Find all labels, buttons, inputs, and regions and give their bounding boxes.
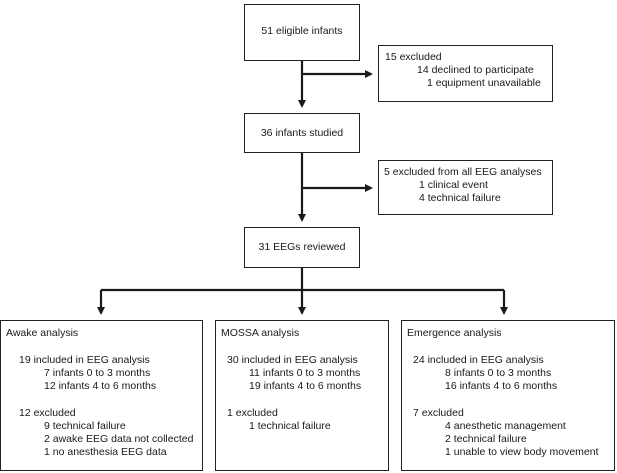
mossa-included-item: 11 infants 0 to 3 months	[249, 367, 361, 379]
mossa-analysis-box: MOSSA analysis 30 included in EEG analys…	[215, 320, 389, 471]
eegs-reviewed-label: 31 EEGs reviewed	[258, 241, 346, 253]
emergence-excluded-item: 4 anesthetic management	[445, 420, 566, 432]
excluded-box-2: 5 excluded from all EEG analyses 1 clini…	[378, 160, 553, 215]
emergence-included-item: 8 infants 0 to 3 months	[445, 367, 552, 379]
emergence-included-item: 16 infants 4 to 6 months	[445, 380, 558, 392]
infants-studied-label: 36 infants studied	[260, 127, 344, 139]
awake-excluded-item: 9 technical failure	[44, 420, 126, 432]
excluded-1-title: 15 excluded	[385, 51, 442, 63]
emergence-excluded-item: 2 technical failure	[445, 433, 527, 445]
mossa-title: MOSSA analysis	[221, 327, 300, 339]
awake-excluded-item: 1 no anesthesia EEG data	[44, 446, 167, 458]
emergence-analysis-box: Emergence analysis 24 included in EEG an…	[401, 320, 615, 471]
mossa-excluded-item: 1 technical failure	[249, 420, 331, 432]
eligible-infants-box: 51 eligible infants	[244, 4, 360, 61]
awake-excluded-item: 2 awake EEG data not collected	[44, 433, 194, 445]
awake-included: 19 included in EEG analysis	[19, 354, 150, 366]
eegs-reviewed-box: 31 EEGs reviewed	[244, 227, 360, 268]
awake-included-item: 7 infants 0 to 3 months	[44, 367, 151, 379]
excluded-1-item: 1 equipment unavailable	[427, 77, 541, 89]
infants-studied-box: 36 infants studied	[244, 113, 360, 153]
excluded-box-1: 15 excluded 14 declined to participate 1…	[378, 45, 553, 102]
excluded-1-item: 14 declined to participate	[417, 64, 534, 76]
awake-included-item: 12 infants 4 to 6 months	[44, 380, 157, 392]
emergence-title: Emergence analysis	[407, 327, 502, 339]
excluded-2-item: 4 technical failure	[419, 192, 501, 204]
awake-analysis-box: Awake analysis 19 included in EEG analys…	[0, 320, 203, 471]
awake-title: Awake analysis	[6, 327, 79, 339]
awake-excluded: 12 excluded	[19, 407, 76, 419]
emergence-included: 24 included in EEG analysis	[413, 354, 544, 366]
emergence-excluded-item: 1 unable to view body movement	[445, 446, 599, 458]
mossa-excluded: 1 excluded	[227, 407, 278, 419]
eligible-infants-label: 51 eligible infants	[261, 25, 343, 37]
excluded-2-title: 5 excluded from all EEG analyses	[384, 166, 542, 178]
mossa-included-item: 19 infants 4 to 6 months	[249, 380, 362, 392]
excluded-2-item: 1 clinical event	[419, 179, 488, 191]
emergence-excluded: 7 excluded	[413, 407, 464, 419]
mossa-included: 30 included in EEG analysis	[227, 354, 358, 366]
